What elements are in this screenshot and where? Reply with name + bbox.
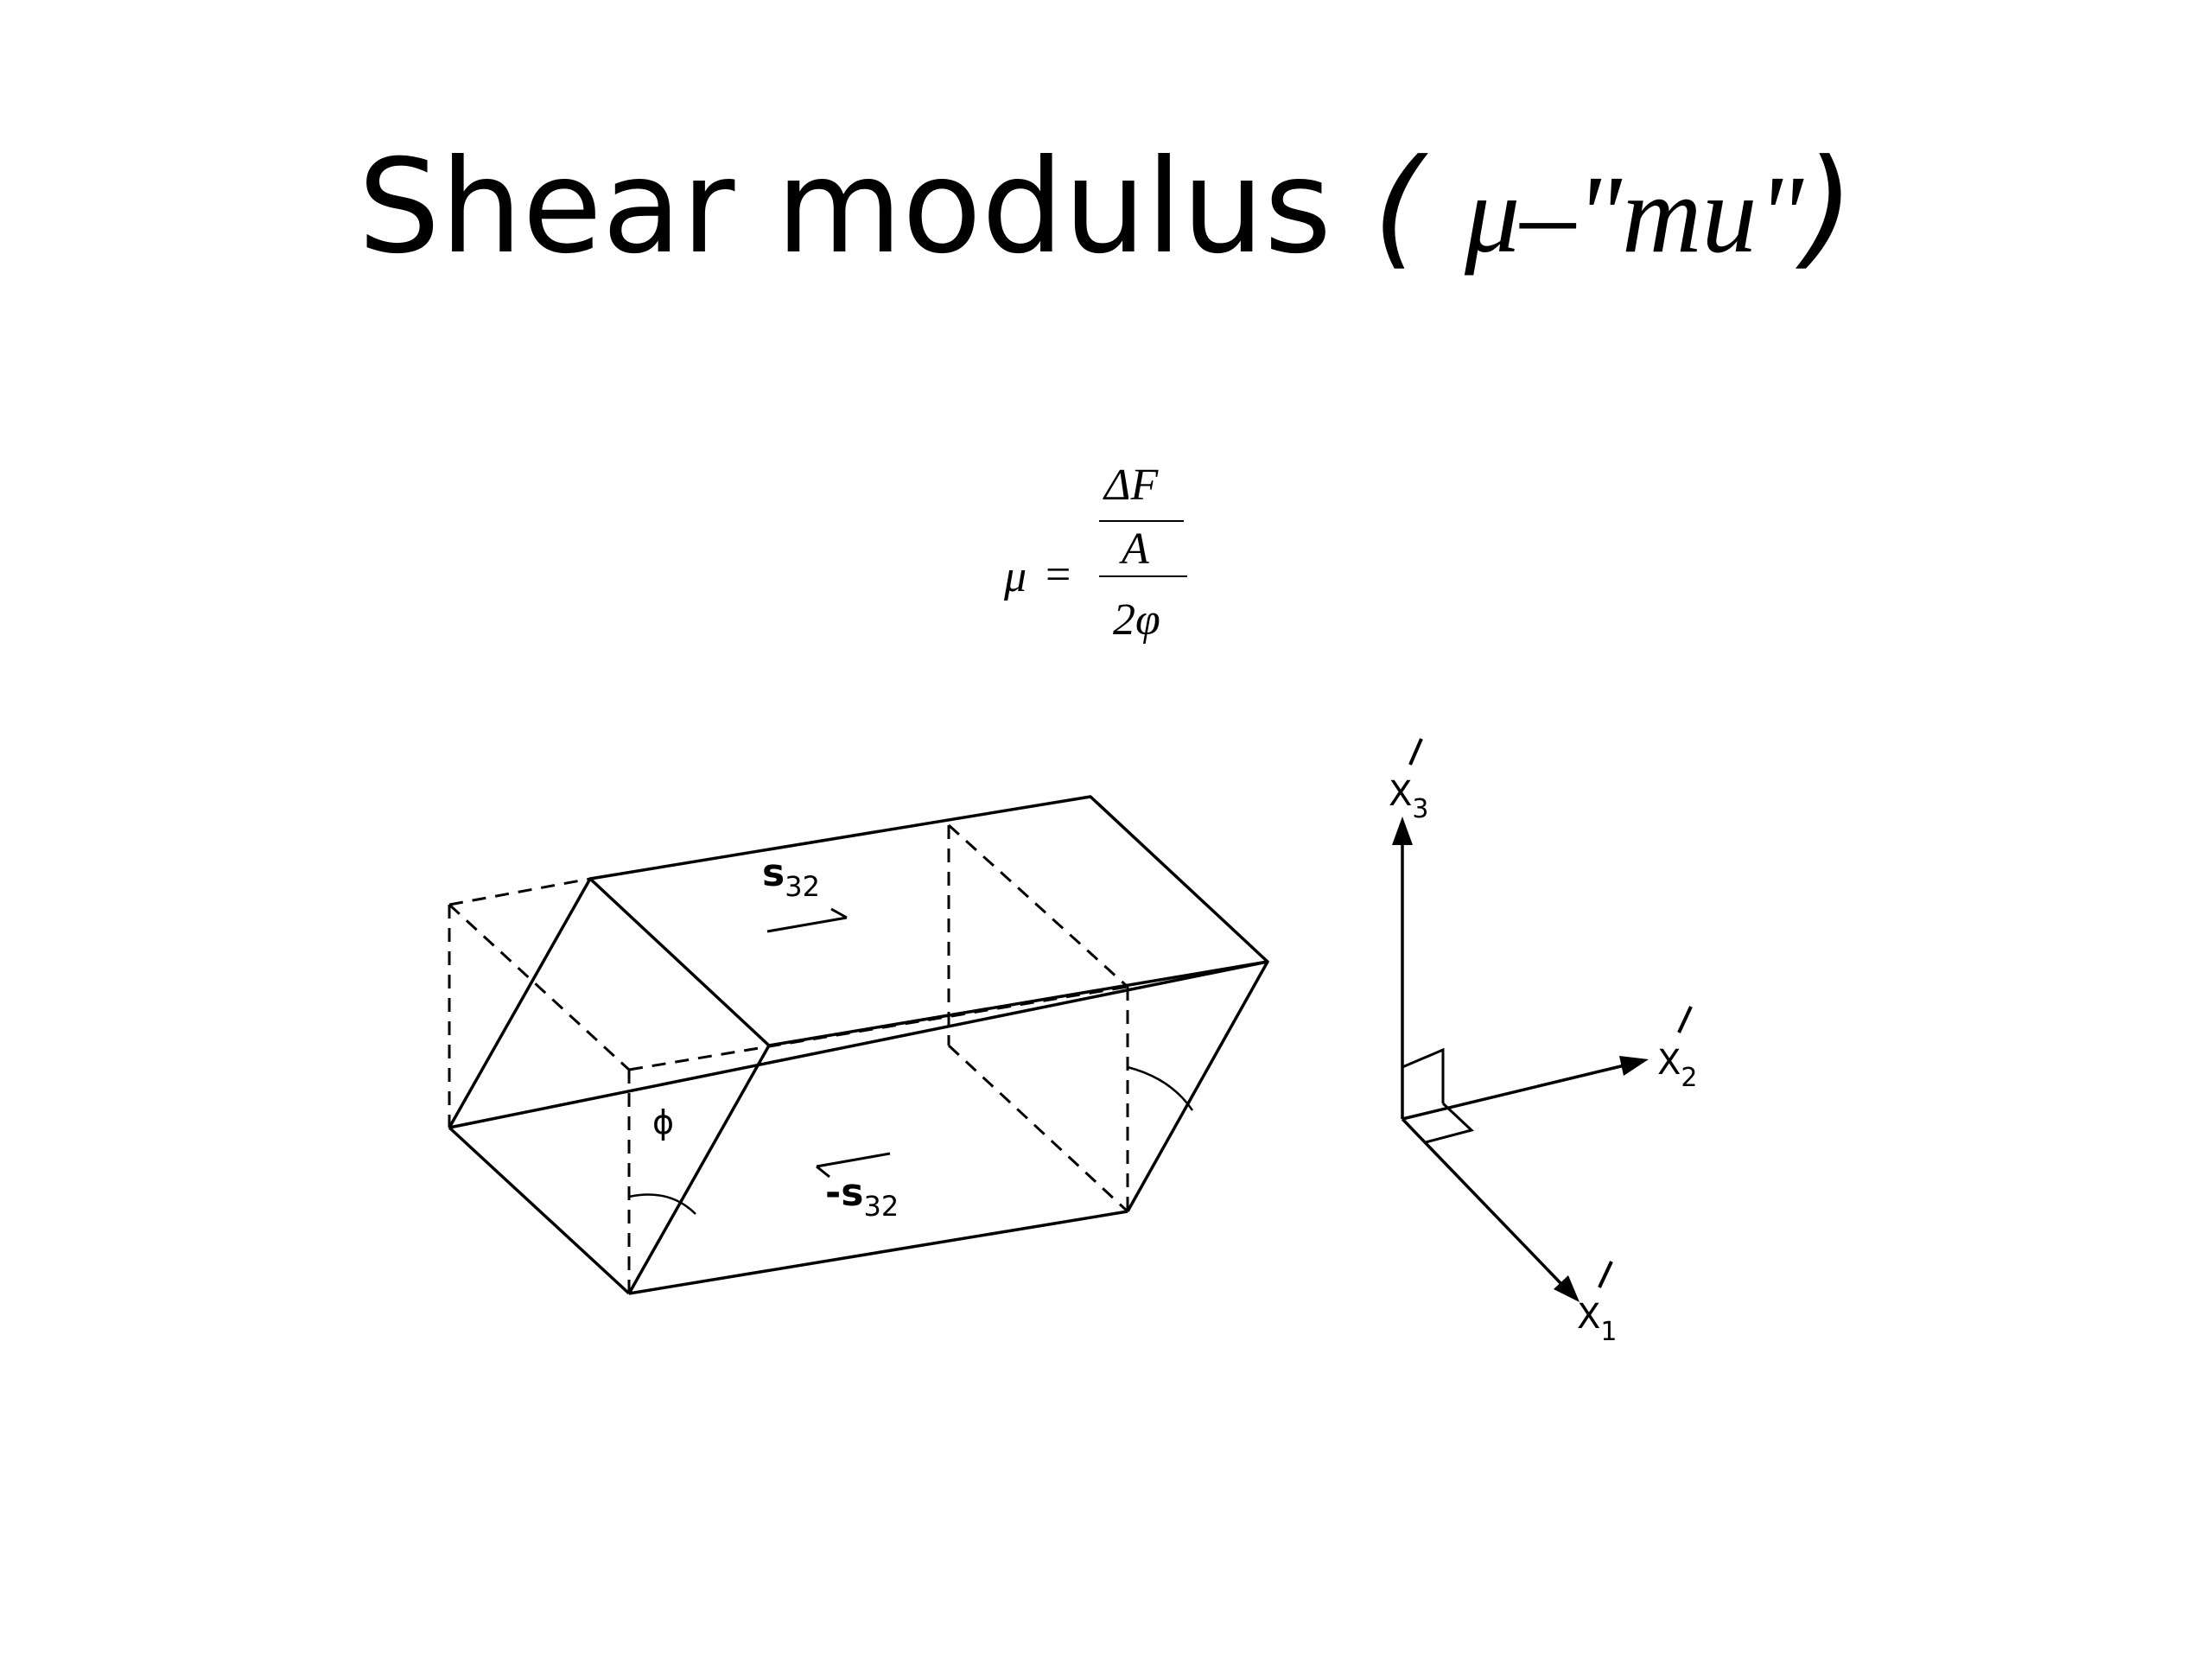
title-mu-symbol: μ–"mu" bbox=[1465, 153, 1804, 276]
axis-x2 bbox=[1402, 1056, 1649, 1121]
stress-bottom-label: -s32 bbox=[825, 1171, 899, 1223]
formula-lhs: μ bbox=[1004, 552, 1027, 601]
block-edge bbox=[1126, 961, 1269, 1212]
formula-inner-fraction-line bbox=[1099, 520, 1184, 522]
formula-numerator-bottom: A bbox=[1122, 524, 1149, 574]
axis-label-x2: X2 bbox=[1657, 1043, 1698, 1093]
axis-label-x1: X1 bbox=[1577, 1297, 1618, 1347]
angle-arcs bbox=[628, 1065, 1194, 1215]
title-main: Shear modulus bbox=[358, 132, 1332, 283]
angle-label: ϕ bbox=[652, 1103, 674, 1141]
formula-numerator-top: ΔF bbox=[1104, 461, 1159, 510]
block-edge bbox=[448, 878, 592, 1128]
stress-top-arrow bbox=[766, 907, 848, 933]
axis-x3 bbox=[1392, 817, 1413, 1119]
title-paren-close: ) bbox=[1803, 132, 1854, 283]
axis-label-x3: X3 bbox=[1389, 774, 1429, 824]
stress-bottom-arrow bbox=[816, 1152, 891, 1179]
shear-modulus-formula: μ = ΔF A 2φ bbox=[994, 449, 1210, 657]
right-angle-markers bbox=[1402, 1047, 1474, 1144]
stress-top-label: s32 bbox=[762, 851, 820, 903]
slide-title: Shear modulus ( μ–"mu") bbox=[0, 130, 2212, 292]
block-edge bbox=[448, 960, 1268, 1129]
formula-main-fraction-line bbox=[1099, 575, 1187, 577]
block-edge bbox=[627, 1045, 771, 1294]
axis-x1 bbox=[1401, 1117, 1580, 1302]
original-block-dashed bbox=[448, 823, 1129, 1294]
title-paren-open: ( bbox=[1372, 132, 1424, 283]
block-edge bbox=[448, 1126, 631, 1295]
axis-tick-marks bbox=[1408, 738, 1693, 1288]
formula-denominator: 2φ bbox=[1113, 595, 1160, 645]
formula-equals: = bbox=[1046, 550, 1071, 600]
sheared-block bbox=[448, 795, 1269, 1295]
block-edge bbox=[628, 1210, 1128, 1295]
